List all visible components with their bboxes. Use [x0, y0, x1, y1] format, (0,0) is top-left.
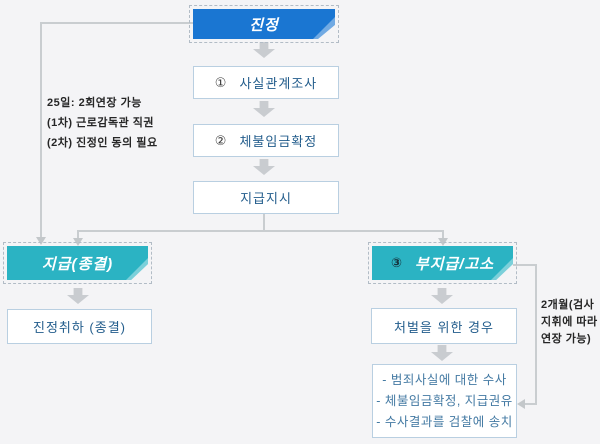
circled-number-1-icon: ① — [214, 74, 228, 90]
annotation-line: (1차) 근로감독관 직권 — [47, 117, 155, 129]
connector-branch-horizontal — [77, 230, 444, 232]
connector-start-to-left-horizontal — [40, 22, 193, 24]
annotation-line: 지휘에 따라 — [541, 316, 598, 328]
node-fact-investigation-label: 사실관계조사 — [239, 76, 318, 91]
node-payment-closed-label: 지급(종결) — [41, 255, 114, 273]
node-payment-order: 지급지시 — [193, 181, 339, 214]
circled-number-2-icon: ② — [214, 132, 228, 148]
annotation-line: 연장 가능) — [541, 333, 592, 345]
block-arrow-down-icon — [431, 345, 453, 361]
block-arrow-down-icon — [253, 101, 275, 117]
connector-start-to-left-vertical — [40, 22, 42, 237]
block-arrow-down-icon — [67, 288, 89, 304]
annotation-line: (2차) 진정인 동의 필요 — [47, 137, 158, 149]
node-investigation-details: - 범죄사실에 대한 수사 - 체불임금확정, 지급권유 - 수사결과를 검찰에… — [372, 364, 517, 438]
node-petition: 진정 — [189, 5, 339, 43]
annotation-right: 2개월(검사 지휘에 따라 연장 가능) — [541, 297, 598, 348]
connector-right-loop-top — [513, 264, 537, 266]
node-petition-label: 진정 — [249, 16, 279, 34]
dashed-outline — [3, 242, 152, 284]
block-arrow-down-icon — [253, 42, 275, 58]
connector-right-loop-vertical — [535, 264, 537, 405]
node-wage-confirmation: ② 체불임금확정 — [193, 124, 339, 157]
detail-line: - 범죄사실에 대한 수사 — [382, 372, 507, 387]
node-punishment-case: 처벌을 위한 경우 — [371, 308, 517, 344]
connector-branch-left-vertical — [77, 230, 79, 238]
annotation-line: 25일: 2회연장 가능 — [47, 97, 142, 109]
node-payment-order-label: 지급지시 — [240, 191, 292, 206]
dashed-outline — [368, 242, 517, 284]
connector-stem-vertical — [263, 212, 265, 232]
detail-line: - 체불임금확정, 지급권유 — [376, 393, 513, 408]
node-wage-confirmation-label: 체불임금확정 — [239, 134, 318, 149]
annotation-left: 25일: 2회연장 가능 (1차) 근로감독관 직권 (2차) 진정인 동의 필… — [47, 93, 158, 153]
connector-right-loop-bottom — [525, 403, 536, 405]
dashed-outline — [189, 5, 339, 43]
annotation-line: 2개월(검사 — [541, 299, 595, 311]
connector-branch-right-vertical — [442, 230, 444, 238]
block-arrow-down-icon — [253, 159, 275, 175]
node-nonpayment-accusation-label: 부지급/고소 — [414, 255, 495, 273]
node-nonpayment-accusation: ③ 부지급/고소 — [368, 242, 517, 284]
node-payment-closed: 지급(종결) — [3, 242, 152, 284]
block-arrow-down-icon — [431, 288, 453, 304]
detail-line: - 수사결과를 검찰에 송치 — [376, 414, 513, 429]
arrowhead-left-icon — [517, 399, 525, 409]
node-petition-withdrawal: 진정취하 (종결) — [7, 309, 152, 344]
circled-number-3-icon: ③ — [390, 255, 402, 270]
arrowhead-down-icon — [36, 237, 46, 245]
node-punishment-case-label: 처벌을 위한 경우 — [394, 319, 494, 335]
node-petition-withdrawal-label: 진정취하 (종결) — [32, 320, 127, 335]
node-fact-investigation: ① 사실관계조사 — [193, 66, 339, 99]
